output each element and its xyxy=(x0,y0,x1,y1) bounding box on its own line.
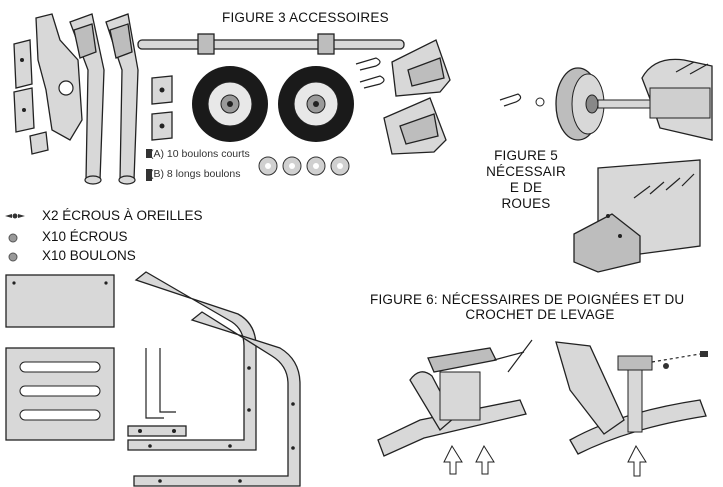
foot-bracket-drawing xyxy=(573,159,701,273)
side-bracket-drawing xyxy=(13,13,83,155)
wheel-left-drawing xyxy=(192,66,268,142)
axle-drawing xyxy=(137,33,405,55)
wheel-axle-assembly-drawing xyxy=(499,58,713,141)
plate-drawing xyxy=(5,274,115,328)
frame-rails-drawing xyxy=(127,271,301,487)
figure6-title-line1: FIGURE 6: NÉCESSAIRES DE POIGNÉES ET DU xyxy=(370,292,685,307)
figure6-title-line2: CROCHET DE LEVAGE xyxy=(465,307,615,322)
bolts-long-label: (B) 8 longs boulons xyxy=(150,168,241,180)
vented-plate-drawing xyxy=(5,347,115,441)
handle-bars-drawing xyxy=(69,13,139,185)
figure5-title-line1: FIGURE 5 xyxy=(494,148,558,163)
bolt-icon xyxy=(8,252,18,262)
hairpin-clips-drawing xyxy=(355,57,385,89)
j-bolts-drawing xyxy=(127,348,187,437)
figure5-title-line3: E DE xyxy=(509,180,543,195)
figure5-title-line2: NÉCESSAIR xyxy=(486,164,566,179)
washers-drawing xyxy=(258,156,350,176)
small-brackets-drawing xyxy=(151,75,173,141)
support-feet-drawing xyxy=(383,39,451,155)
lifting-hook-drawing xyxy=(555,341,708,477)
figure5-title-line4: ROUES xyxy=(501,196,551,211)
bolt-icons xyxy=(146,149,152,181)
bolts-short-label: (A) 10 boulons courts xyxy=(150,148,250,160)
handle-mount-drawing xyxy=(377,339,533,475)
wheel-right-drawing xyxy=(278,66,354,142)
figure3-title: FIGURE 3 ACCESSOIRES xyxy=(222,10,389,25)
legend-wing-nuts: X2 ÉCROUS À OREILLES xyxy=(42,208,203,223)
legend-bolts: X10 BOULONS xyxy=(42,248,136,263)
wing-nut-icon xyxy=(5,213,25,219)
legend-nuts: X10 ÉCROUS xyxy=(42,229,128,244)
nut-icon xyxy=(8,233,18,243)
